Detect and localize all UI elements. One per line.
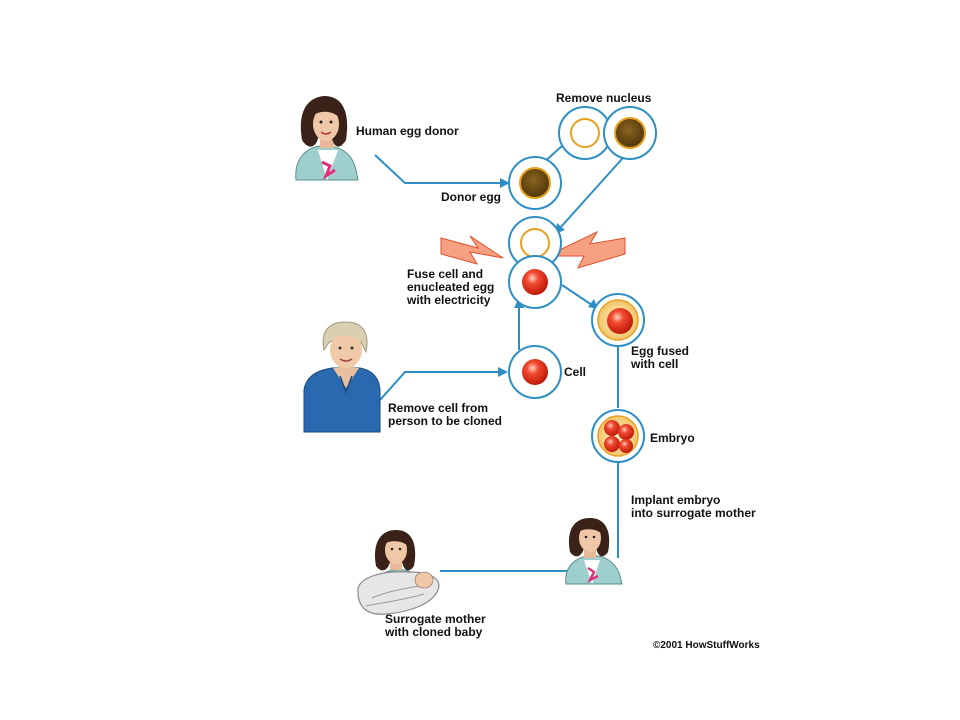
person-to-cell-arrow [379,371,502,401]
fusion-to-fused-egg-arrow [561,284,593,306]
implant-embryo-label: Implant embryo into surrogate mother [631,493,756,520]
donor-to-egg-arrow [374,154,504,184]
cell-label: Cell [564,365,587,379]
enucleated-egg [520,228,550,258]
remove-cell-label: Remove cell from person to be cloned [388,401,503,428]
lightning-bolts [440,230,626,269]
fuse-cell-label: Fuse cell and enucleated egg with electr… [407,267,495,307]
egg-fused-label: Egg fused with cell [631,344,690,371]
remove-nucleus-label: Remove nucleus [556,91,652,105]
surrogate-mother-icon [565,518,623,585]
fusing-cell [522,269,548,295]
right-lightning-icon [546,230,626,269]
nucleus-to-fusion-arrow [559,149,631,229]
person-to-be-cloned-icon [303,321,381,433]
mother-with-baby-icon [357,530,440,615]
surrogate-mother-label: Surrogate mother with cloned baby [385,612,486,639]
donor-egg-label: Donor egg [441,190,501,204]
human-egg-donor-label: Human egg donor [356,124,459,138]
embryo-label: Embryo [650,431,695,445]
removed-nucleus [614,117,646,149]
left-lightning-icon [440,235,504,265]
fusion-cells [508,216,562,309]
donor-cell [508,345,562,399]
copyright-text: ©2001 HowStuffWorks [653,640,760,651]
egg-donor-woman-icon [295,96,359,181]
remove-nucleus-cells [558,106,657,160]
donor-egg-cell [508,156,562,210]
empty-nucleus-ring [570,118,600,148]
connector-lines [374,144,631,572]
embryo-cell [591,409,645,463]
arrowhead-cell [498,367,508,377]
egg-fused-with-cell [591,293,645,347]
baby-face [414,571,434,589]
arrowhead-donor-egg [500,178,510,188]
